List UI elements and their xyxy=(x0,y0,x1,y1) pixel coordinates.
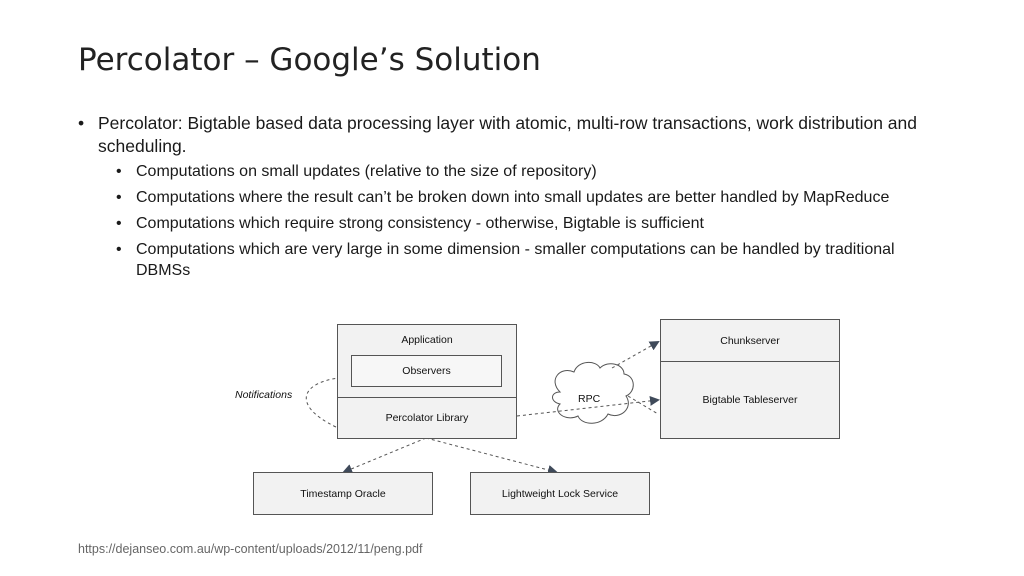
rpc-label: RPC xyxy=(578,393,601,405)
timestamp-oracle-label: Timestamp Oracle xyxy=(300,487,386,500)
timestamp-oracle-box: Timestamp Oracle xyxy=(253,472,433,515)
tableserver-label: Bigtable Tableserver xyxy=(702,394,798,406)
rpc-cloud xyxy=(552,362,634,424)
sub-bullet: • Computations where the result can’t be… xyxy=(116,187,918,208)
rpc-to-tableserver-arrow xyxy=(627,395,659,415)
percolator-library-box: Percolator Library xyxy=(337,397,517,439)
bullet-dot-icon: • xyxy=(116,163,122,180)
main-bullet: • Percolator: Bigtable based data proces… xyxy=(78,112,918,158)
lock-service-box: Lightweight Lock Service xyxy=(470,472,650,515)
main-bullet-text: Percolator: Bigtable based data processi… xyxy=(98,113,917,156)
lock-service-label: Lightweight Lock Service xyxy=(501,487,619,500)
sub-bullet: • Computations which require strong cons… xyxy=(116,213,918,234)
percolator-library-label: Percolator Library xyxy=(385,412,469,424)
bullet-list: • Percolator: Bigtable based data proces… xyxy=(78,112,918,286)
observers-box: Observers xyxy=(351,355,502,387)
notifications-label: Notifications xyxy=(235,389,293,401)
bullet-dot-icon: • xyxy=(78,113,85,133)
library-to-lock-arrow xyxy=(425,437,558,475)
slide-title: Percolator – Google’s Solution xyxy=(78,42,541,78)
library-to-oracle-arrow xyxy=(342,437,427,474)
bullet-dot-icon: • xyxy=(116,241,122,258)
sub-bullet-text: Computations which are very large in som… xyxy=(136,241,895,279)
rpc-to-chunkserver-arrow xyxy=(611,341,660,369)
sub-bullet: • Computations which are very large in s… xyxy=(116,239,918,281)
source-link[interactable]: https://dejanseo.com.au/wp-content/uploa… xyxy=(78,542,423,556)
bullet-dot-icon: • xyxy=(116,189,122,206)
sub-bullet-text: Computations on small updates (relative … xyxy=(136,163,597,180)
sub-bullet-text: Computations where the result can’t be b… xyxy=(136,189,890,206)
bullet-dot-icon: • xyxy=(116,215,122,232)
chunkserver-label: Chunkserver xyxy=(720,334,780,347)
sub-bullet-text: Computations which require strong consis… xyxy=(136,215,704,232)
tableserver-box: Bigtable Tableserver xyxy=(660,361,840,439)
chunkserver-box: Chunkserver xyxy=(660,319,840,362)
sub-bullet: • Computations on small updates (relativ… xyxy=(116,161,918,182)
observers-label: Observers xyxy=(402,365,451,377)
application-label: Application xyxy=(401,334,453,346)
notifications-arrow xyxy=(305,372,350,428)
